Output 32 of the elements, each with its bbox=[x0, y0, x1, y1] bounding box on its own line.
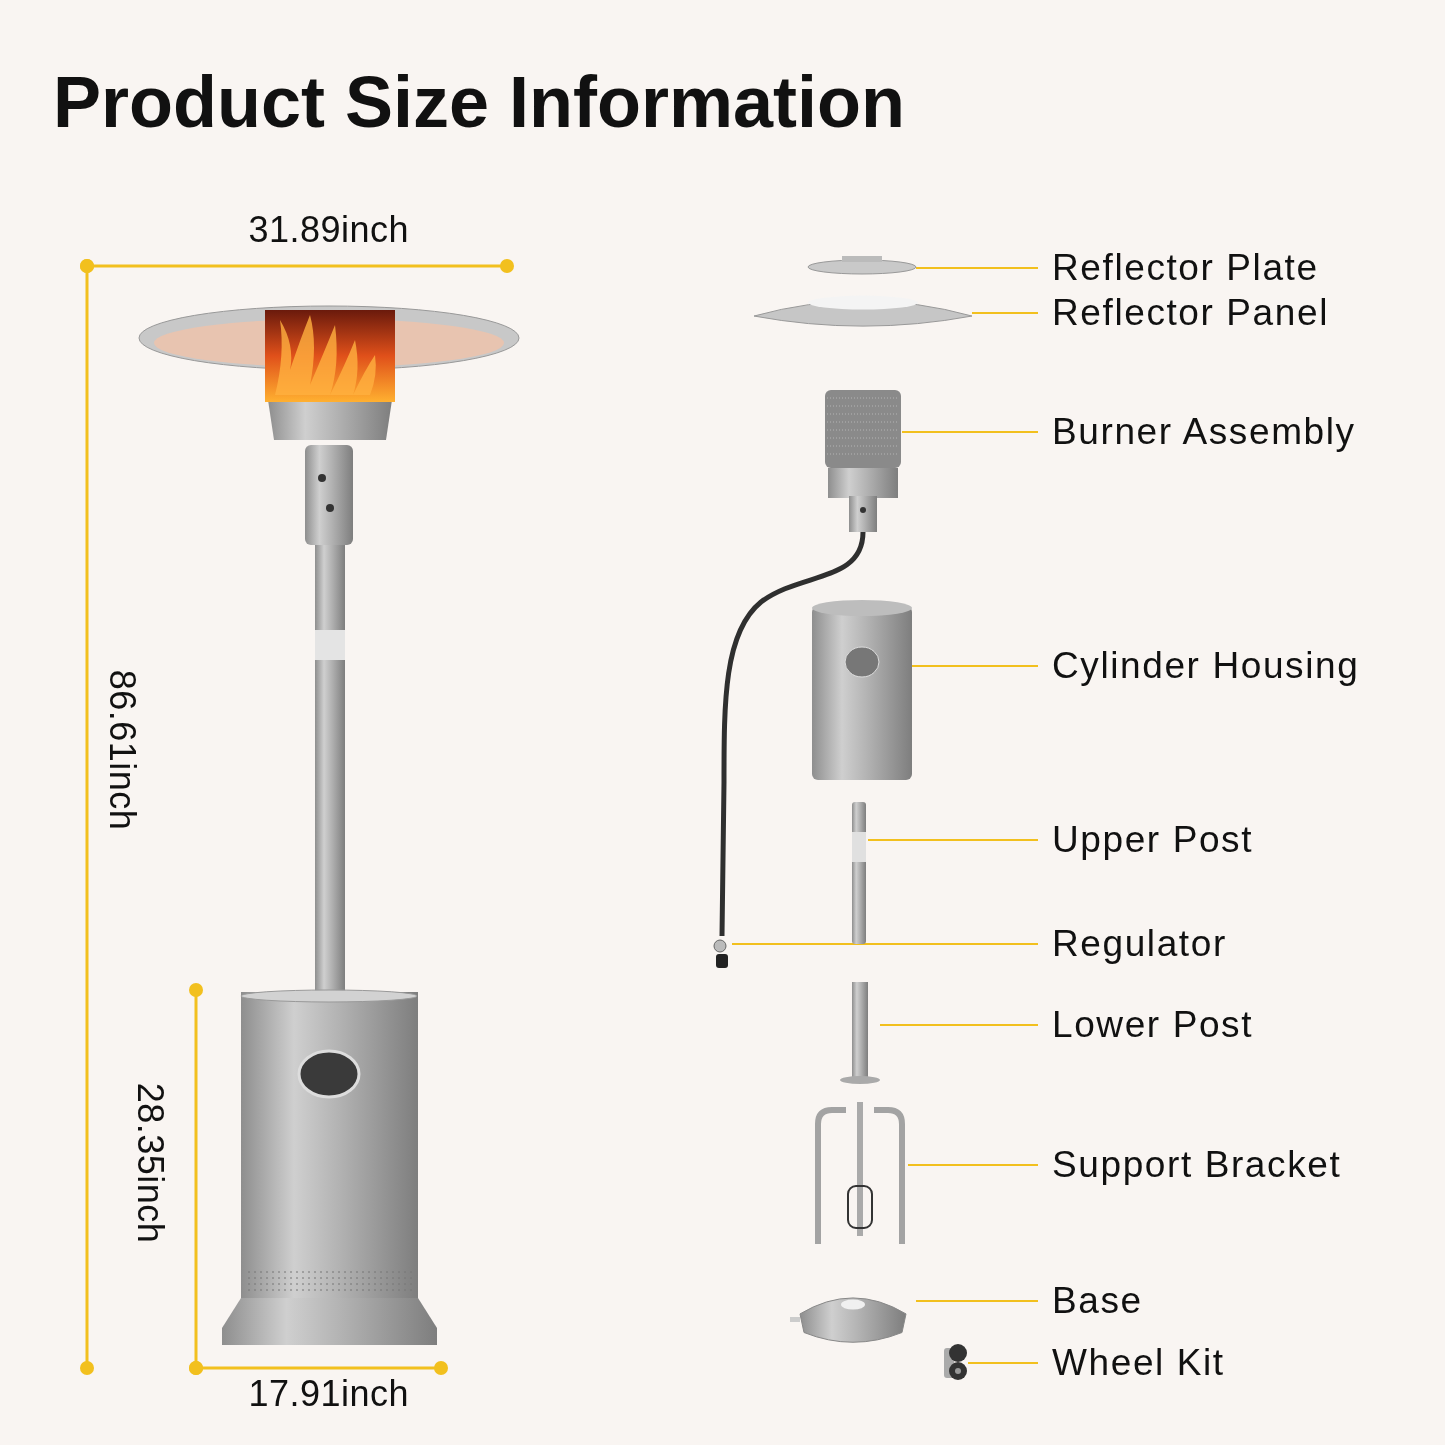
part-label: Reflector Panel bbox=[1052, 291, 1329, 335]
title: Product Size Information bbox=[53, 61, 906, 144]
leader-line bbox=[879, 1024, 1039, 1026]
leader-line bbox=[967, 1362, 1039, 1364]
part-label: Burner Assembly bbox=[1052, 410, 1356, 454]
part-label: Support Bracket bbox=[1052, 1143, 1342, 1187]
dimension-label: 28.35inch bbox=[129, 1082, 170, 1244]
part-label: Base bbox=[1052, 1279, 1143, 1323]
part-label: Cylinder Housing bbox=[1052, 644, 1360, 688]
leader-line bbox=[971, 312, 1039, 314]
cylinder-housing-drawing bbox=[812, 598, 912, 782]
leader-line bbox=[901, 431, 1039, 433]
leader-line bbox=[907, 1164, 1039, 1166]
wheel-drawing bbox=[944, 1344, 968, 1380]
leader-line bbox=[915, 1300, 1039, 1302]
dimension-label: 17.91inch bbox=[248, 1374, 410, 1414]
post-drawing bbox=[850, 802, 868, 944]
part-label: Wheel Kit bbox=[1052, 1341, 1225, 1385]
post-drawing bbox=[840, 982, 880, 1084]
reflector-plate-drawing bbox=[808, 256, 916, 274]
part-label: Regulator bbox=[1052, 922, 1227, 966]
part-label: Upper Post bbox=[1052, 818, 1254, 862]
gas-hose bbox=[719, 531, 866, 937]
leader-line bbox=[911, 665, 1039, 667]
dimension-label: 86.61inch bbox=[101, 669, 142, 831]
leader-line bbox=[915, 267, 1039, 269]
leader-line bbox=[731, 943, 1039, 945]
part-label: Reflector Plate bbox=[1052, 246, 1319, 290]
leader-line bbox=[867, 839, 1039, 841]
part-label: Lower Post bbox=[1052, 1003, 1254, 1047]
dimension-label: 31.89inch bbox=[248, 210, 410, 250]
burner-assembly-drawing bbox=[824, 388, 902, 532]
